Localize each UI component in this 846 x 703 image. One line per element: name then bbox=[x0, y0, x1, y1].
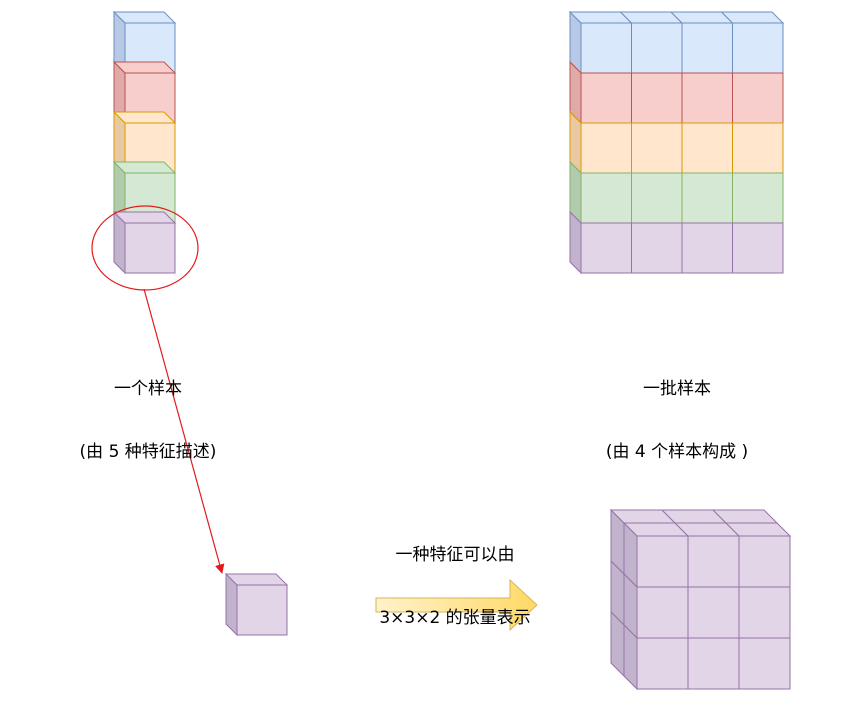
feature-tensor-cube bbox=[609, 508, 792, 691]
tensor-cell-l0-r2-c1 bbox=[636, 586, 689, 639]
tensor-cell-l0-r2-c3 bbox=[738, 586, 791, 639]
batch-cell-red-4 bbox=[732, 72, 784, 124]
feature-tensor-subtitle: 3×3×2 的张量表示 bbox=[379, 608, 531, 628]
feature-tensor-title: 一种特征可以由 bbox=[395, 545, 515, 565]
transform-arrow bbox=[375, 578, 538, 632]
tensor-cell-l0-r3-c3 bbox=[738, 637, 791, 690]
feature-cube-top bbox=[224, 573, 289, 586]
single-sample-subtitle: (由 5 种特征描述) bbox=[79, 442, 217, 462]
highlight-ellipse bbox=[91, 205, 199, 291]
sample-feature-purple bbox=[112, 210, 177, 275]
tensor-cell-l0-r1-c1 bbox=[636, 535, 689, 588]
batch-cell-purple-2 bbox=[631, 222, 683, 274]
batch-row-purple-side bbox=[569, 210, 582, 275]
batch-cell-purple-1 bbox=[580, 222, 632, 274]
batch-sample-grid bbox=[568, 10, 785, 275]
feature-cube bbox=[224, 572, 289, 637]
batch-cell-blue-2 bbox=[631, 22, 683, 74]
batch-cell-orange-1 bbox=[580, 122, 632, 174]
batch-label: 一批样本 (由 4 个样本构成 ) bbox=[572, 337, 782, 484]
batch-cell-purple-3 bbox=[681, 222, 733, 274]
tensor-cell-l0-r3-c1 bbox=[636, 637, 689, 690]
batch-cell-red-3 bbox=[681, 72, 733, 124]
single-feature-cube bbox=[224, 572, 289, 637]
batch-top-cell-4 bbox=[720, 11, 785, 24]
sample-feature-purple-top bbox=[112, 211, 177, 224]
batch-subtitle: (由 4 个样本构成 ) bbox=[605, 442, 749, 462]
batch-cell-blue-3 bbox=[681, 22, 733, 74]
single-sample-stack bbox=[112, 10, 177, 275]
batch-cell-green-1 bbox=[580, 172, 632, 224]
batch-cell-purple-4 bbox=[732, 222, 784, 274]
single-sample-label: 一个样本 (由 5 种特征描述) bbox=[50, 337, 246, 484]
batch-cell-orange-2 bbox=[631, 122, 683, 174]
batch-cell-orange-3 bbox=[681, 122, 733, 174]
batch-cell-blue-4 bbox=[732, 22, 784, 74]
tensor-cell-l0-r2-c2 bbox=[687, 586, 740, 639]
batch-cell-green-4 bbox=[732, 172, 784, 224]
batch-cell-red-1 bbox=[580, 72, 632, 124]
batch-cell-green-2 bbox=[631, 172, 683, 224]
tensor-cell-l0-r1-c3 bbox=[738, 535, 791, 588]
sample-feature-purple-front bbox=[124, 222, 176, 274]
feature-tensor-label: 一种特征可以由 3×3×2 的张量表示 bbox=[355, 503, 555, 650]
batch-cell-blue-1 bbox=[580, 22, 632, 74]
sample-feature-red bbox=[112, 60, 177, 125]
batch-cell-orange-4 bbox=[732, 122, 784, 174]
sample-feature-green-top bbox=[112, 161, 177, 174]
tensor-cell-l0-r1-c2 bbox=[687, 535, 740, 588]
batch-cell-green-3 bbox=[681, 172, 733, 224]
highlight-connector-arrow bbox=[143, 288, 225, 574]
feature-cube-front bbox=[236, 584, 288, 636]
single-sample-title: 一个样本 bbox=[114, 379, 182, 399]
sample-feature-blue-top bbox=[112, 11, 177, 24]
sample-feature-orange-top bbox=[112, 111, 177, 124]
batch-title: 一批样本 bbox=[643, 379, 711, 399]
sample-feature-red-top bbox=[112, 61, 177, 74]
tensor-cell-l0-r3-c2 bbox=[687, 637, 740, 690]
batch-cell-red-2 bbox=[631, 72, 683, 124]
